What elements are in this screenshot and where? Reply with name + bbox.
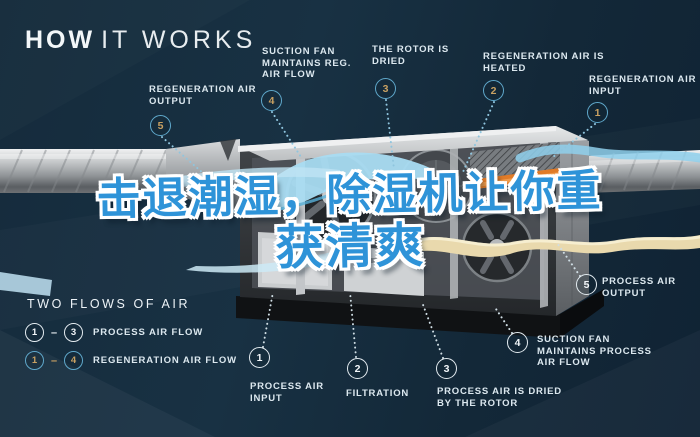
legend-marker-from: 1 (25, 323, 44, 342)
step-marker-regen-5: 5 (150, 115, 171, 136)
legend-marker-from: 1 (25, 351, 44, 370)
overlay-line-1: 击退潮湿，除湿机让你重 (95, 165, 603, 226)
marker-number: 1 (31, 327, 38, 338)
machine-base (236, 289, 604, 338)
marker-number: 4 (514, 336, 521, 349)
callout-label-process-air-output: PROCESS AIR OUTPUT (602, 276, 676, 299)
marker-number: 3 (443, 362, 450, 375)
callout-label-suction-fan-process: SUCTION FAN MAINTAINS PROCESS AIR FLOW (537, 334, 652, 368)
callout-label-process-air-input: PROCESS AIR INPUT (250, 381, 324, 404)
legend-range-dash: – (50, 354, 58, 367)
step-marker-regen-4: 4 (261, 90, 282, 111)
marker-number: 3 (70, 327, 77, 338)
callout-label-regeneration-air-output: REGENERATION AIR OUTPUT (149, 84, 257, 107)
legend-row-regeneration-air-flow: 1 – 4 REGENERATION AIR FLOW (25, 351, 237, 370)
marker-number: 4 (70, 355, 77, 366)
legend-marker-to: 4 (64, 351, 83, 370)
step-marker-process-3: 3 (436, 358, 457, 379)
marker-number: 2 (354, 362, 361, 375)
chinese-marketing-overlay: 击退潮湿，除湿机让你重 获清爽 (39, 165, 661, 278)
callout-label-suction-fan-reg: SUCTION FAN MAINTAINS REG. AIR FLOW (262, 46, 352, 80)
legend-label: PROCESS AIR FLOW (93, 327, 204, 338)
marker-number: 5 (157, 119, 164, 132)
step-marker-regen-2: 2 (483, 80, 504, 101)
marker-number: 1 (256, 351, 263, 364)
marker-number: 1 (594, 106, 601, 119)
callout-label-rotor-is-dried: THE ROTOR IS DRIED (372, 44, 449, 67)
legend-heading: TWO FLOWS OF AIR (27, 297, 191, 311)
legend-row-process-air-flow: 1 – 3 PROCESS AIR FLOW (25, 323, 203, 342)
marker-number: 3 (382, 82, 389, 95)
leader-lines (161, 99, 596, 359)
step-marker-process-1: 1 (249, 347, 270, 368)
callout-label-filtration: FILTRATION (346, 388, 410, 399)
legend-marker-to: 3 (64, 323, 83, 342)
process-air-ribbon (413, 235, 700, 258)
marker-number: 5 (583, 278, 590, 291)
marker-number: 4 (268, 94, 275, 107)
legend-label: REGENERATION AIR FLOW (93, 355, 237, 366)
title-it-works: IT WORKS (101, 26, 257, 54)
callout-label-process-air-dried: PROCESS AIR IS DRIED BY THE ROTOR (437, 386, 562, 409)
marker-number: 1 (31, 355, 38, 366)
marker-number: 2 (490, 84, 497, 97)
legend-range-dash: – (50, 326, 58, 339)
step-marker-regen-3: 3 (375, 78, 396, 99)
step-marker-process-2: 2 (347, 358, 368, 379)
step-marker-regen-1: 1 (587, 102, 608, 123)
step-marker-process-5: 5 (576, 274, 597, 295)
callout-label-regeneration-air-heated: REGENERATION AIR IS HEATED (483, 51, 605, 74)
regeneration-air-ribbons (0, 144, 700, 296)
callout-label-regeneration-air-input: REGENERATION AIR INPUT (589, 74, 697, 97)
title-how: HOW (25, 26, 96, 54)
step-marker-process-4: 4 (507, 332, 528, 353)
